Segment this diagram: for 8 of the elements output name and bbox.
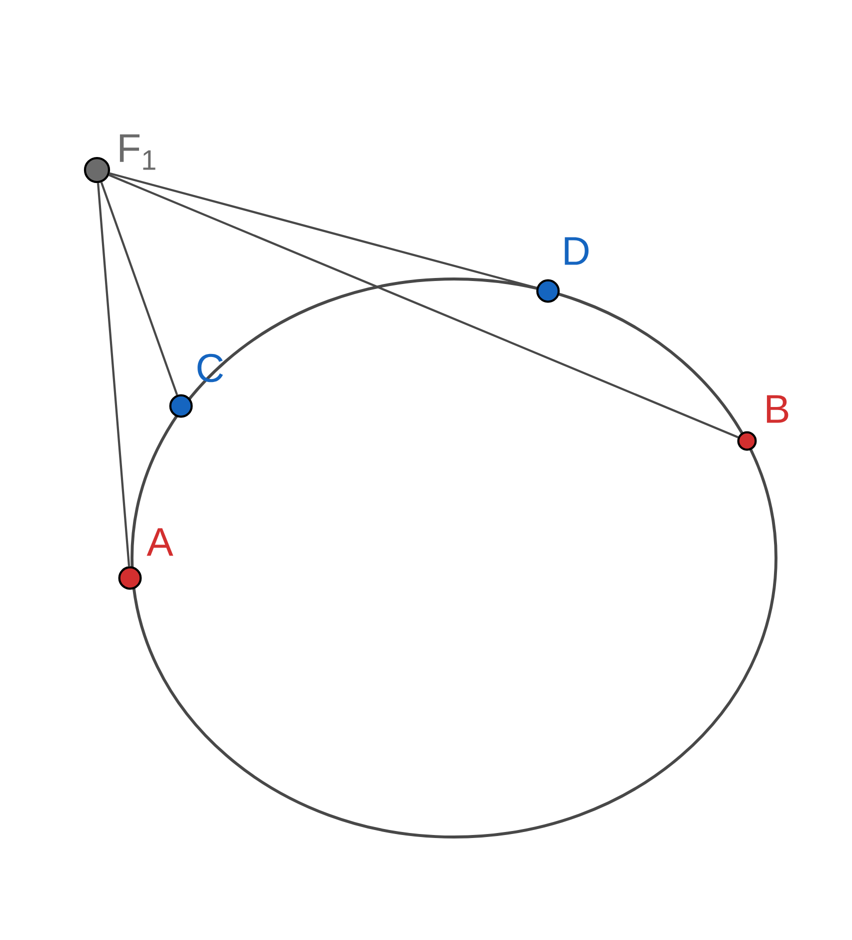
line-segment <box>109 172 537 289</box>
point-label: B <box>766 395 788 423</box>
line-segment <box>108 174 738 438</box>
point-label: D <box>564 237 589 265</box>
point-label: A <box>146 528 174 556</box>
line-segment <box>100 182 178 396</box>
line-segment <box>96 182 130 566</box>
point-label: F$_{1}$ <box>120 134 156 170</box>
